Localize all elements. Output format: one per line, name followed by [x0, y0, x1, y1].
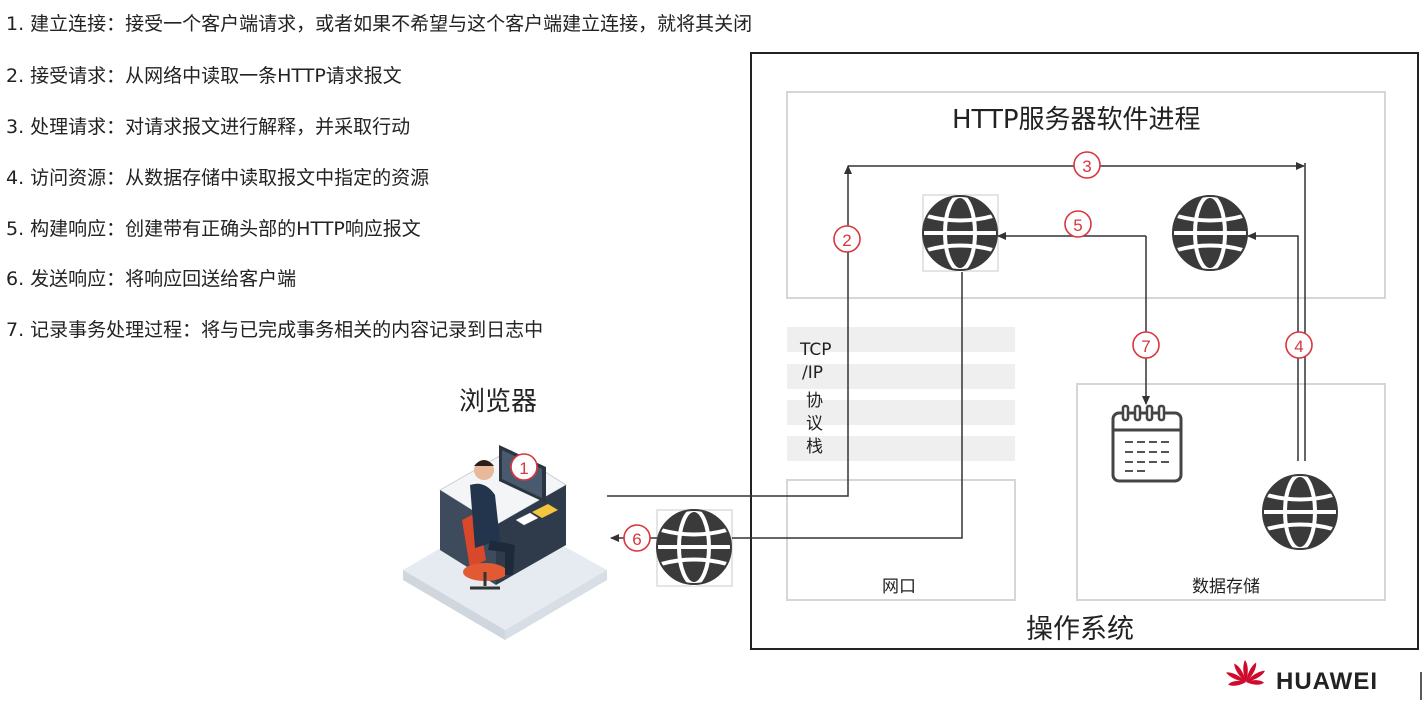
- step-1: 1. 建立连接：接受一个客户端请求，或者如果不希望与这个客户端建立连接，就将其关…: [6, 13, 753, 35]
- svg-text:4: 4: [1294, 337, 1303, 356]
- browser-label: 浏览器: [459, 387, 538, 417]
- svg-text:6: 6: [632, 530, 641, 549]
- marker-6: 6: [623, 524, 651, 552]
- brand-name: HUAWEI: [1276, 668, 1378, 695]
- nic-label: 网口: [882, 577, 916, 597]
- step-5: 5. 构建响应：创建带有正确头部的HTTP响应报文: [6, 218, 421, 240]
- globe-icon: [1171, 194, 1249, 272]
- tcpip-line: 栈: [806, 437, 823, 457]
- svg-text:2: 2: [842, 231, 851, 250]
- marker-7: 7: [1132, 331, 1160, 359]
- step-2: 2. 接受请求：从网络中读取一条HTTP请求报文: [6, 65, 402, 87]
- tcpip-line: 协: [806, 391, 823, 411]
- datastore-label: 数据存储: [1192, 577, 1260, 597]
- globe-icon: [1261, 473, 1339, 551]
- tcpip-stack: [787, 327, 1015, 461]
- os-box: [750, 52, 1419, 650]
- step-6: 6. 发送响应：将响应回送给客户端: [6, 268, 297, 290]
- globe-icon: [921, 194, 999, 272]
- person-at-desk-icon: [403, 445, 607, 640]
- nic-box: [786, 479, 1016, 601]
- globe-icon: [655, 508, 733, 586]
- tcpip-line: /IP: [802, 363, 823, 383]
- svg-text:3: 3: [1082, 157, 1091, 176]
- step-3: 3. 处理请求：对请求报文进行解释，并采取行动: [6, 116, 411, 138]
- step-4: 4. 访问资源：从数据存储中读取报文中指定的资源: [6, 167, 430, 189]
- svg-text:7: 7: [1141, 337, 1150, 356]
- huawei-logo-icon: [1226, 660, 1265, 686]
- tcpip-line: TCP: [800, 340, 832, 360]
- marker-1: 1: [510, 453, 538, 481]
- svg-text:1: 1: [519, 459, 528, 478]
- marker-5: 5: [1064, 210, 1092, 238]
- svg-text:5: 5: [1073, 216, 1082, 235]
- step-7: 7. 记录事务处理过程：将与已完成事务相关的内容记录到日志中: [6, 319, 544, 341]
- calendar-log-icon: [1111, 404, 1183, 483]
- marker-3: 3: [1073, 151, 1101, 179]
- datastore-box: [1076, 383, 1386, 601]
- marker-4: 4: [1285, 331, 1313, 359]
- marker-2: 2: [833, 225, 861, 253]
- os-label: 操作系统: [1026, 614, 1134, 645]
- server-process-title: HTTP服务器软件进程: [952, 105, 1201, 135]
- step-markers: 1 2 3 4 5 6 7: [510, 151, 1313, 552]
- server-process-box: [786, 91, 1386, 299]
- tcpip-line: 议: [806, 414, 823, 434]
